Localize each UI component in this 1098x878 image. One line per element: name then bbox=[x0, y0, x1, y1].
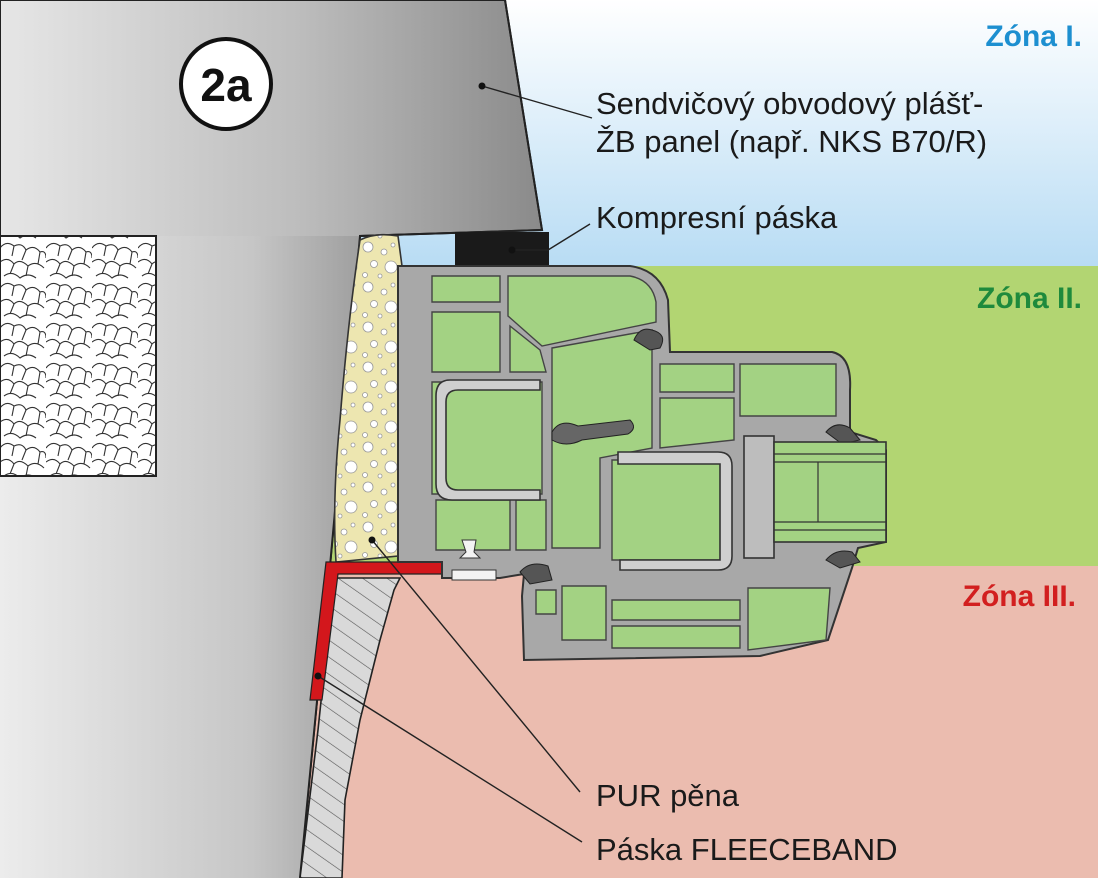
profile-chambers bbox=[431, 275, 837, 651]
panel-label-line2: ŽB panel (např. NKS B70/R) bbox=[596, 124, 987, 159]
fixing-clip bbox=[458, 539, 482, 559]
sill-slot bbox=[451, 569, 497, 581]
steel-reinforcement-sash bbox=[617, 451, 733, 571]
badge-label: 2a bbox=[200, 59, 252, 111]
zone-2-label: Zóna II. bbox=[977, 282, 1082, 315]
leader-dots bbox=[314, 82, 516, 680]
thermal-insulation bbox=[0, 235, 157, 477]
hatched-reveal bbox=[299, 577, 402, 878]
detail-badge: 2a bbox=[179, 37, 273, 131]
gasket-middle bbox=[551, 419, 634, 445]
pur-foam-label: PUR pěna bbox=[596, 778, 740, 813]
gasket-bottom bbox=[519, 563, 553, 585]
steel-reinforcement bbox=[435, 379, 541, 501]
gasket-glass-bottom bbox=[825, 550, 861, 569]
compression-tape-label: Kompresní páska bbox=[596, 200, 838, 235]
panel-label-line1: Sendvičový obvodový plášť- bbox=[596, 86, 983, 121]
gasket-glass-top bbox=[825, 424, 861, 445]
pur-foam bbox=[333, 233, 403, 563]
gasket-top bbox=[633, 328, 664, 351]
leader-lines bbox=[317, 85, 593, 843]
zone-1-label: Zóna I. bbox=[985, 20, 1082, 53]
compression-tape bbox=[455, 232, 549, 266]
zone-3-label: Zóna III. bbox=[963, 580, 1076, 613]
glazing-unit bbox=[743, 435, 887, 559]
fleeceband-label: Páska FLEECEBAND bbox=[596, 832, 898, 867]
